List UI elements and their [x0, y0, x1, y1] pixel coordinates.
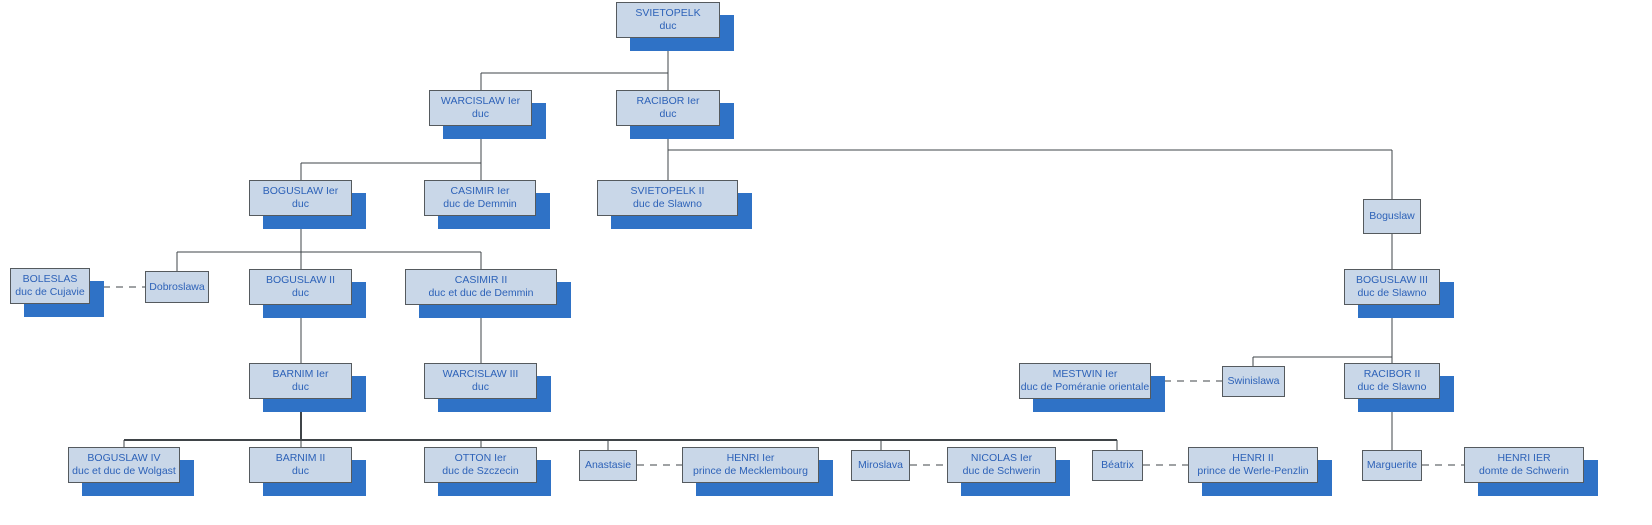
person-title: prince de Mecklembourg [693, 465, 808, 477]
person-name: BOGUSLAW Ier [262, 185, 339, 198]
person-title: duc [292, 381, 309, 393]
person-name: BARNIM Ier [272, 368, 329, 381]
person-name: WARCISLAW Ier [440, 95, 521, 108]
person-name: BOGUSLAW IV [87, 452, 161, 465]
person-name: Boguslaw [1369, 210, 1415, 223]
person-title: duc de Slawno [633, 198, 702, 210]
person-name: HENRI II [1232, 452, 1274, 465]
person-name: BOGUSLAW II [265, 274, 336, 287]
person-name: OTTON Ier [454, 452, 507, 465]
person-name: Béatrix [1101, 459, 1134, 472]
person-title: duc de Slawno [1357, 381, 1427, 393]
person-title: duc de Szczecin [442, 465, 519, 477]
person-name: RACIBOR Ier [636, 95, 700, 108]
person-title: duc de Poméranie orientale [1020, 381, 1150, 393]
person-name: Anastasie [584, 459, 632, 472]
person-name: WARCISLAW III [442, 368, 519, 381]
person-node-beatrix[interactable]: Béatrix [1092, 450, 1143, 481]
person-title: duc et duc de Demmin [428, 287, 534, 299]
person-name: BOGUSLAW III [1356, 274, 1428, 287]
person-title: duc [659, 108, 677, 120]
person-title: duc et duc de Wolgast [72, 465, 176, 477]
person-title: duc [659, 20, 677, 32]
person-title: duc [292, 287, 309, 299]
person-name: HENRI IER [1497, 452, 1551, 465]
person-name: Swinislawa [1227, 375, 1280, 388]
person-name: CASIMIR II [454, 274, 508, 287]
person-node-anastasie[interactable]: Anastasie [579, 450, 637, 481]
person-title: duc de Schwerin [962, 465, 1041, 477]
person-name: Miroslava [858, 459, 903, 472]
person-name: CASIMIR Ier [450, 185, 510, 198]
person-node-miroslava[interactable]: Miroslava [851, 450, 910, 481]
person-name: BARNIM II [275, 452, 326, 465]
person-name: Dobroslawa [149, 280, 205, 293]
person-title: duc de Cujavie [15, 286, 85, 298]
person-title: duc [472, 108, 489, 120]
person-name: MESTWIN Ier [1052, 368, 1118, 381]
person-node-swinislawa[interactable]: Swinislawa [1222, 366, 1285, 397]
person-node-marguerite[interactable]: Marguerite [1362, 450, 1422, 481]
person-title: duc [292, 198, 309, 210]
person-node-dobroslawa[interactable]: Dobroslawa [145, 271, 209, 303]
person-title: domte de Schwerin [1479, 465, 1569, 477]
person-name: SVIETOPELK II [630, 185, 705, 198]
person-title: duc [292, 465, 309, 477]
person-name: SVIETOPELK [635, 7, 701, 20]
person-name: HENRI Ier [726, 452, 775, 465]
person-name: RACIBOR II [1363, 368, 1421, 381]
person-title: prince de Werle-Penzlin [1197, 465, 1309, 477]
person-title: duc de Demmin [443, 198, 517, 210]
person-title: duc [472, 381, 489, 393]
person-name: NICOLAS Ier [970, 452, 1033, 465]
person-name: BOLESLAS [22, 273, 78, 286]
person-node-boguslaw_sm[interactable]: Boguslaw [1363, 199, 1421, 234]
person-title: duc de Slawno [1357, 287, 1427, 299]
person-name: Marguerite [1366, 459, 1418, 472]
